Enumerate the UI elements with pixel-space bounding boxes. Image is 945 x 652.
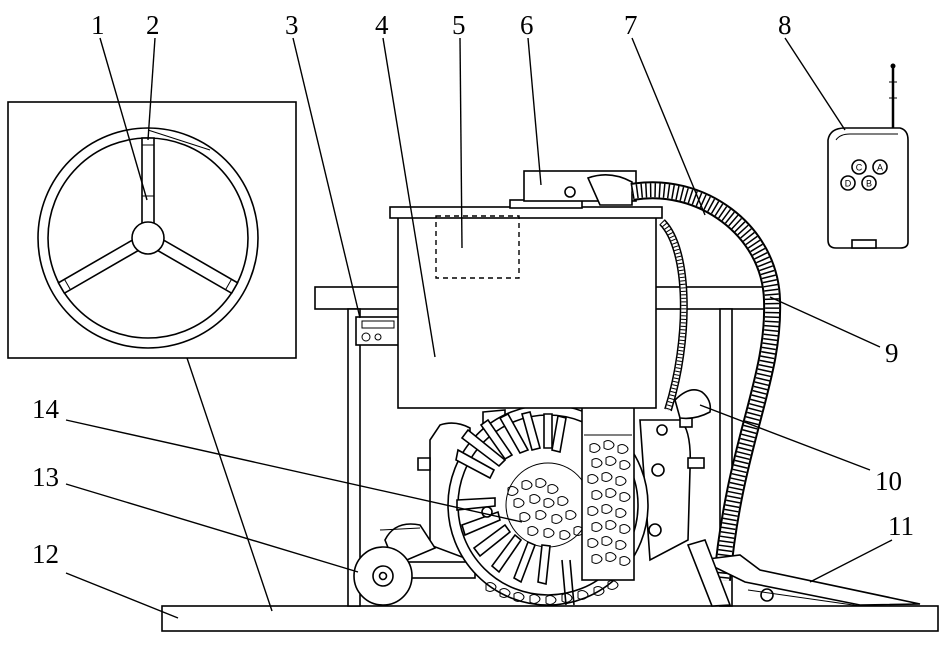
- remote-button-d: [840, 175, 856, 191]
- pump: [509, 170, 637, 209]
- base-plate: [161, 605, 939, 632]
- wood-chips: [485, 478, 619, 605]
- label-7: 7: [624, 10, 638, 40]
- control-box: [355, 316, 401, 346]
- label-6: 6: [520, 10, 534, 40]
- label-14: 14: [32, 394, 60, 424]
- remote-button-d-label: D: [845, 179, 852, 189]
- label-10: 10: [875, 466, 902, 496]
- remote-button-a: [872, 159, 888, 175]
- label-11: 11: [888, 511, 914, 541]
- label-13: 13: [32, 462, 59, 492]
- label-1: 1: [91, 10, 105, 40]
- label-12: 12: [32, 539, 59, 569]
- pedal: [686, 539, 921, 607]
- chip-chute: [561, 404, 635, 606]
- label-4: 4: [375, 10, 389, 40]
- detail-inset: [7, 101, 297, 359]
- remote-button-a-label: A: [877, 163, 883, 173]
- spray-nozzle: [674, 389, 712, 420]
- label-2: 2: [146, 10, 160, 40]
- spoke-vertical: [141, 137, 155, 225]
- wheel: [353, 546, 413, 606]
- remote-button-c-label: C: [856, 163, 863, 173]
- leader-lines: [65, 37, 893, 619]
- remote-button-b: [861, 175, 877, 191]
- remote-button-c: [851, 159, 867, 175]
- labels: 1 2 3 4 5 6 7 8 9 10 11 12 13 14: [32, 10, 914, 569]
- label-3: 3: [285, 10, 299, 40]
- hub: [131, 221, 165, 255]
- remote-control: C A D B: [827, 63, 909, 249]
- remote-button-b-label: B: [866, 179, 872, 189]
- label-5: 5: [452, 10, 466, 40]
- label-9: 9: [885, 338, 899, 368]
- label-8: 8: [778, 10, 792, 40]
- tank: [389, 206, 663, 409]
